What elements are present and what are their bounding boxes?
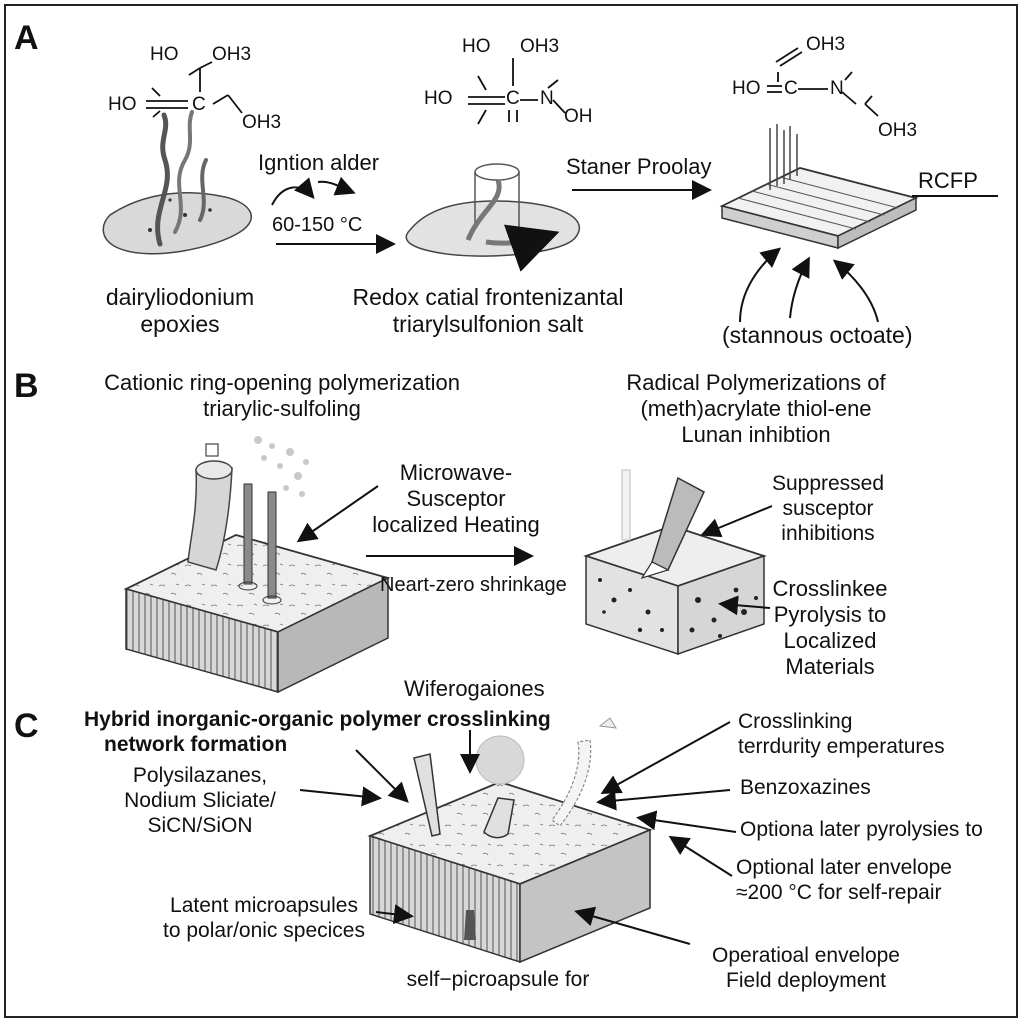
b-left-title: Cationic ring-opening polymerization tri… <box>104 370 460 422</box>
hybrid-title-line-2: network formation <box>104 732 288 756</box>
optiona-pyrolysis-label: Optiona later pyrolysies to <box>740 818 983 841</box>
suppressed-label-line-3: inhibitions <box>781 521 875 545</box>
wifero-label: Wiferogaiones <box>404 676 545 701</box>
hybrid-block-illustration <box>367 717 653 964</box>
chem2-atom-ho-left: HO <box>424 88 453 109</box>
chem2-atom-oh3-top: OH3 <box>520 36 560 57</box>
chem1-atom-ho-top: HO <box>150 44 179 65</box>
left-caption-line-2: epoxies <box>140 311 220 338</box>
figure-frame <box>4 4 1018 1018</box>
polysilazanes-line-2: Nodium Sliciate/ <box>124 788 276 812</box>
polysilazanes-label: Polysilazanes, Nodium Sliciate/ SiCN/SiO… <box>124 764 276 838</box>
microwave-label: Microwave- Susceptor localized Heating <box>372 460 540 538</box>
crosslink-label-line-2: Pyrolysis to <box>773 601 887 627</box>
susceptor-block-illustration <box>123 436 391 694</box>
chem3-atom-oh3-top: OH3 <box>806 34 846 55</box>
suppressed-label-line-2: susceptor <box>782 496 874 520</box>
chem3-atom-n: N <box>830 78 844 99</box>
chem2-atom-ho-top: HO <box>462 36 491 57</box>
microwave-label-line-3: localized Heating <box>372 511 540 537</box>
optional-envelope-line-1: Optional later envelope <box>736 856 952 879</box>
chem1-atom-oh3-top: OH3 <box>212 44 252 65</box>
microwave-label-line-2: Susceptor <box>406 485 506 511</box>
laminate-block-illustration <box>719 124 919 250</box>
b-left-title-line-1: Cationic ring-opening polymerization <box>104 370 460 395</box>
chem3-atom-oh3-bottom: OH3 <box>878 120 918 141</box>
arrow-to-suppressed <box>700 505 773 538</box>
structure-2-bonds <box>468 58 566 125</box>
chem3-atom-c: C <box>784 78 798 99</box>
frontal-front-illustration <box>405 163 581 272</box>
crosslink-label-line-3: Localized <box>783 627 877 653</box>
panel-c-arrows <box>299 721 737 945</box>
operational-label-line-2: Field deployment <box>726 968 886 992</box>
left-caption-line-1: dairyliodonium <box>105 284 255 310</box>
crosslink-label: Crosslinkee Pyrolysis to Localized Mater… <box>773 576 888 680</box>
porous-block-illustration <box>583 469 767 656</box>
chem2-atom-n: N <box>540 88 554 109</box>
crosslinking-temp-label: Crosslinking terrdurity emperatures <box>738 710 945 760</box>
arrow-to-crosslink <box>718 595 771 616</box>
panel-label-b: B <box>14 367 39 405</box>
chem1-atom-ho-left: HO <box>108 94 137 115</box>
b-right-title: Radical Polymerizations of (meth)acrylat… <box>626 370 885 448</box>
panel-label-a: A <box>14 19 39 57</box>
optional-envelope-line-2: ≈200 °C for self-repair <box>736 880 942 904</box>
rcfp-label: RCFP <box>918 168 978 193</box>
temperature-label: 60-150 °C <box>272 214 363 236</box>
microwave-label-line-1: Microwave- <box>399 460 513 485</box>
hybrid-title-line-1: Hybrid inorganic-organic polymer crossli… <box>84 708 551 731</box>
chem2-atom-oh: OH <box>564 106 593 127</box>
shrinkage-label: Neart-zero shrinkage <box>380 574 567 596</box>
b-right-title-line-2: (meth)acrylate thiol-ene <box>640 395 872 421</box>
self-repair-label: self−picroapsule for <box>406 968 590 991</box>
crosslinking-temp-line-2: terrdurity emperatures <box>738 734 945 758</box>
hybrid-title: Hybrid inorganic-organic polymer crossli… <box>84 708 551 758</box>
crosslink-label-line-1: Crosslinkee <box>772 576 888 601</box>
b-left-title-line-2: triarylic-sulfoling <box>203 395 361 421</box>
ignition-curved-arrows <box>271 176 356 206</box>
chem2-atom-c: C <box>506 88 520 109</box>
arrow-to-susceptor <box>296 485 379 543</box>
polysilazanes-line-3: SiCN/SiON <box>147 813 253 837</box>
crosslink-label-line-4: Materials <box>785 653 875 679</box>
stannous-caption: (stannous octoate) <box>722 322 913 348</box>
polysilazanes-line-1: Polysilazanes, <box>132 764 268 787</box>
staner-label: Staner Proolay <box>566 154 712 179</box>
suppressed-label-line-1: Suppressed <box>771 472 885 495</box>
structure-1-bonds <box>146 61 243 118</box>
operational-label-line-1: Operatioal envelope <box>712 944 900 967</box>
chem1-atom-oh3-bottom: OH3 <box>242 112 282 133</box>
chem3-atom-ho: HO <box>732 78 761 99</box>
crosslinking-temp-line-1: Crosslinking <box>738 710 853 733</box>
suppressed-label: Suppressed susceptor inhibitions <box>772 472 884 546</box>
latent-label-line-2: to polar/onic specices <box>163 918 365 942</box>
mid-caption-line-1: Redox catial frontenizantal <box>352 284 624 310</box>
b-right-title-line-3: Lunan inhibtion <box>681 421 831 447</box>
chem1-atom-c: C <box>192 94 206 115</box>
mid-caption: Redox catial frontenizantal triarylsulfo… <box>352 284 623 338</box>
structure-3-bonds <box>767 47 879 117</box>
b-right-title-line-1: Radical Polymerizations of <box>626 370 886 395</box>
catalyst-arrows <box>739 247 879 323</box>
operational-label: Operatioal envelope Field deployment <box>712 944 900 994</box>
optional-envelope-label: Optional later envelope ≈200 °C for self… <box>736 856 952 906</box>
benzoxazines-label: Benzoxazines <box>740 776 871 799</box>
latent-label: Latent microapsules to polar/onic specic… <box>163 894 365 944</box>
panel-label-c: C <box>14 707 39 745</box>
left-caption: dairyliodonium epoxies <box>106 284 254 338</box>
mid-caption-line-2: triarylsulfonion salt <box>392 311 584 338</box>
latent-label-line-1: Latent microapsules <box>170 894 358 917</box>
ignition-label: Igntion alder <box>258 150 380 175</box>
epoxy-puddle-illustration <box>102 110 253 255</box>
